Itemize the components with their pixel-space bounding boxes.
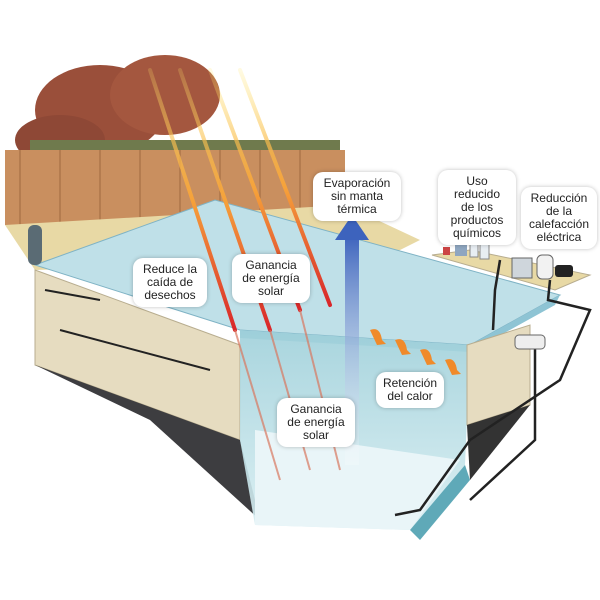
label-debris: Reduce la caída de desechos bbox=[133, 258, 207, 307]
label-chemicals: Uso reducido de los productos químicos bbox=[438, 170, 516, 245]
label-solar-top: Ganancia de energía solar bbox=[232, 254, 310, 303]
heat-retention-arrows bbox=[370, 329, 461, 375]
plumbing-pipes bbox=[394, 259, 592, 517]
label-solar-bottom: Ganancia de energía solar bbox=[277, 398, 355, 447]
label-evaporation: Evaporación sin manta térmica bbox=[313, 172, 401, 221]
skimmer bbox=[514, 334, 546, 350]
heater-pump bbox=[511, 254, 573, 280]
label-heating: Reducción de la calefacción eléctrica bbox=[521, 187, 597, 249]
label-heat-retention: Retención del calor bbox=[376, 372, 444, 408]
cover-reel bbox=[28, 225, 42, 265]
